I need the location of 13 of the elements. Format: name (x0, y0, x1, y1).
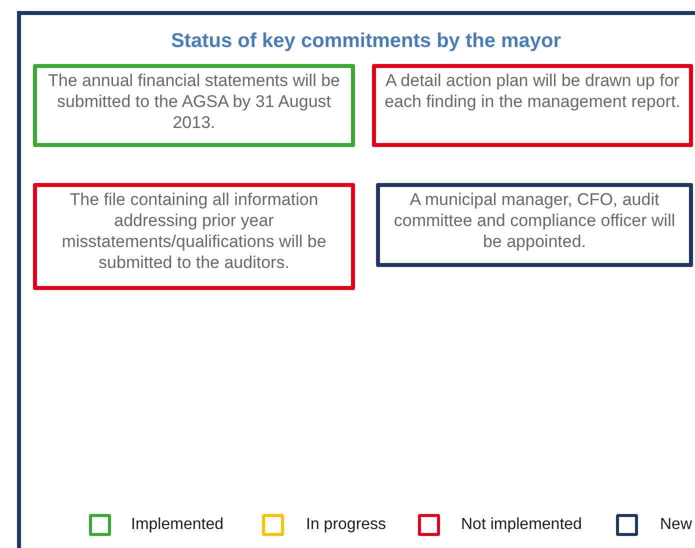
commitment-text: A municipal manager, CFO, audit committee and compliance officer will be appointed. (392, 189, 676, 252)
commitment-text: The file containing all information addressing prior year misstatements/qualifications will be submitted to the auditors. (60, 189, 328, 273)
legend-label: In progress (306, 516, 386, 534)
commitment-box (376, 183, 693, 267)
commitment-text: The annual financial statements will be submitted to the AGSA by 31 August 2013. (47, 70, 341, 133)
commitment-text: A detail action plan will be drawn up for each finding in the management report. (384, 70, 682, 112)
legend-label: New (660, 516, 692, 534)
legend-label: Implemented (131, 516, 224, 534)
commitment-box (372, 64, 693, 147)
commitment-box (33, 64, 355, 147)
commitment-box (33, 183, 355, 290)
title: Status of key commitments by the mayor (170, 30, 562, 53)
legend-label: Not implemented (461, 516, 582, 534)
